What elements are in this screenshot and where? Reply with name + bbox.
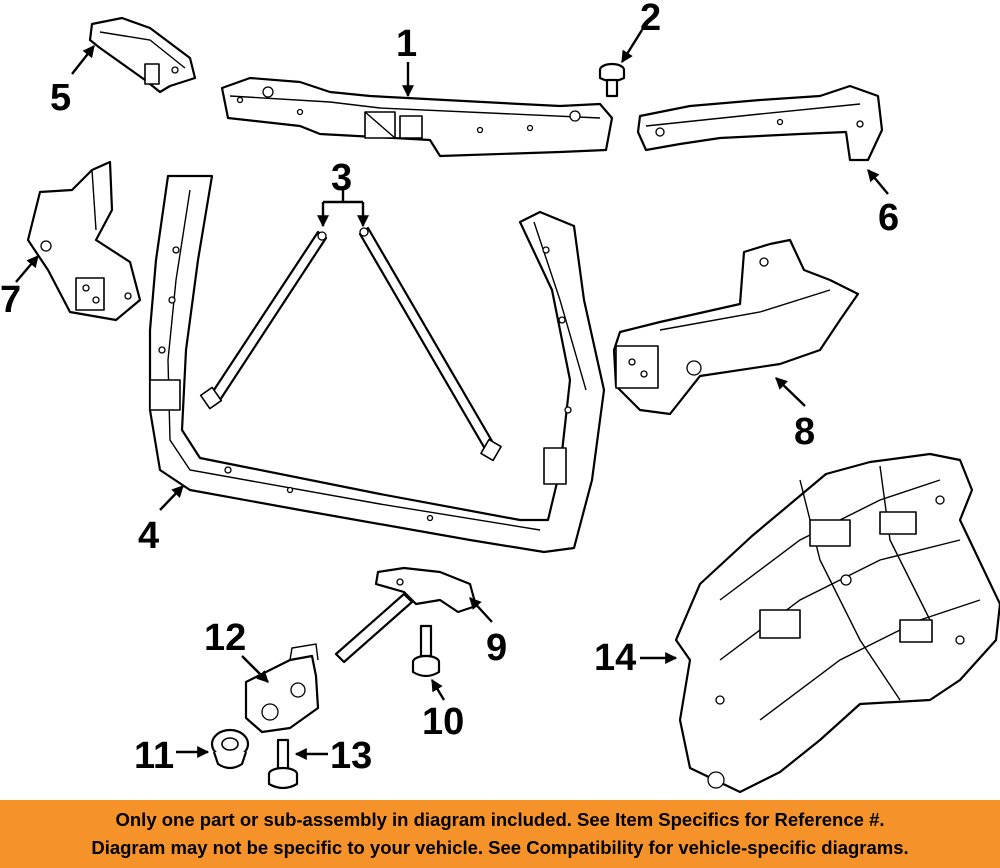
part-4-radiator-support xyxy=(148,174,606,554)
part-6-right-bracket xyxy=(636,84,884,162)
notice-line-1: Only one part or sub-assembly in diagram… xyxy=(115,809,885,830)
callout-7: 7 xyxy=(0,279,21,321)
part-2-bolt xyxy=(598,62,626,98)
callout-11: 11 xyxy=(134,735,174,777)
part-5-left-bracket xyxy=(88,16,197,94)
part-12-bracket xyxy=(244,643,320,734)
callout-4: 4 xyxy=(138,515,159,557)
part-7-left-mount xyxy=(26,160,142,322)
callout-5: 5 xyxy=(50,77,71,119)
callout-13: 13 xyxy=(330,735,372,777)
parts-diagram: 1 2 3 4 5 6 7 8 9 10 11 12 13 14 xyxy=(0,0,1000,794)
part-10-bolt xyxy=(411,624,441,678)
callout-3: 3 xyxy=(331,157,352,199)
leader-lines xyxy=(15,29,889,760)
part-3-braces xyxy=(199,226,502,462)
part-1-upper-tie-bar xyxy=(220,76,614,158)
part-8-right-mount xyxy=(612,238,860,416)
callout-2: 2 xyxy=(640,0,661,39)
part-11-grommet xyxy=(210,728,250,770)
notice-line-2: Diagram may not be specific to your vehi… xyxy=(91,837,909,858)
callout-1: 1 xyxy=(396,23,417,65)
callout-6: 6 xyxy=(878,197,899,239)
notice-banner: Only one part or sub-assembly in diagram… xyxy=(0,800,1000,868)
part-14-support-panel xyxy=(674,452,1000,794)
callout-9: 9 xyxy=(486,627,507,669)
callout-10: 10 xyxy=(422,701,464,743)
part-13-stud-bolt xyxy=(267,738,299,790)
callout-8: 8 xyxy=(794,411,815,453)
callout-14: 14 xyxy=(594,637,636,679)
callout-12: 12 xyxy=(204,617,246,659)
part-9-latch-rod xyxy=(334,566,478,664)
